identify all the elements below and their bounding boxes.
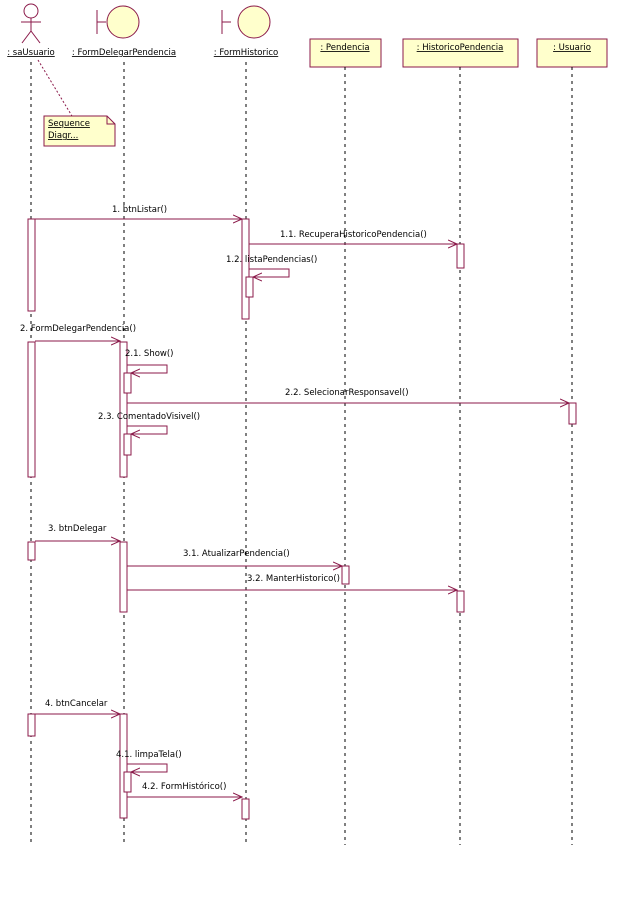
note-shape (43, 115, 116, 147)
activation-bar (241, 218, 250, 320)
participant-label: : saUsuario (7, 48, 55, 58)
participant-label: : HistoricoPendencia (417, 43, 504, 53)
message-1[interactable]: 1. btnListar() (35, 205, 242, 219)
activation-bar (123, 771, 132, 793)
message-2[interactable]: 2. FormDelegarPendencia() (20, 324, 136, 341)
activation-bar (123, 433, 132, 456)
boundary-icon (221, 5, 271, 39)
message-4[interactable]: 4. btnCancelar (35, 699, 120, 714)
note-text-line2: Diagr... (48, 131, 78, 141)
message-arrow (127, 364, 168, 373)
participant-box (536, 38, 608, 68)
message-arrow (127, 425, 168, 434)
activation-bar (456, 243, 465, 269)
participant-label: : Usuario (553, 43, 591, 53)
message-label: 1. btnListar() (112, 205, 167, 215)
lifelines (30, 62, 573, 845)
actor-icon (21, 3, 41, 44)
message-3-2[interactable]: 3.2. ManterHistorico() (127, 574, 457, 590)
activation-bar (241, 798, 250, 820)
message-2-1[interactable]: 2.1. Show() (125, 349, 174, 373)
activation-bar (119, 541, 128, 613)
note-fold (106, 116, 115, 125)
boundary-icon (96, 5, 140, 39)
message-4-1[interactable]: 4.1. limpaTela() (116, 750, 182, 772)
participant-Pendencia[interactable]: : Pendencia (309, 38, 382, 68)
participant-box (402, 38, 519, 68)
activation-bar (119, 341, 128, 478)
message-label: 2.3. ComentadoVisivel() (98, 412, 200, 422)
note[interactable]: Sequence Diagr... (37, 59, 116, 147)
participant-label: : FormHistorico (214, 48, 278, 58)
message-label: 3.2. ManterHistorico() (247, 574, 340, 584)
message-2-3[interactable]: 2.3. ComentadoVisivel() (98, 412, 200, 434)
message-label: 4.2. FormHistórico() (142, 781, 226, 792)
participant-Usuario[interactable]: : Usuario (536, 38, 608, 68)
participant-saUsuario[interactable]: : saUsuario (7, 3, 55, 58)
participant-label: : FormDelegarPendencia (72, 48, 176, 58)
activation-bar (27, 218, 36, 312)
message-label: 2.2. SelecionarResponsavel() (285, 388, 409, 398)
participant-label: : Pendencia (320, 43, 369, 53)
activation-bar (27, 713, 36, 737)
activation-bar (123, 372, 132, 394)
message-2-2[interactable]: 2.2. SelecionarResponsavel() (127, 388, 569, 403)
message-label: 4. btnCancelar (45, 699, 108, 709)
activation-bar (27, 341, 36, 478)
activations (27, 218, 577, 820)
participant-HistoricoPendencia[interactable]: : HistoricoPendencia (402, 38, 519, 68)
message-1-2[interactable]: 1.2. listaPendencias() (226, 255, 317, 277)
participant-FormHistorico[interactable]: : FormHistorico (214, 5, 278, 58)
message-arrow (127, 763, 168, 772)
activation-bar (341, 565, 350, 585)
message-arrow (249, 268, 290, 277)
participant-FormDelegarPendencia[interactable]: : FormDelegarPendencia (72, 5, 176, 58)
note-text-line1: Sequence (48, 119, 90, 129)
activation-bar (456, 590, 465, 613)
messages: 1. btnListar() 1.1. RecuperaHistoricoPen… (20, 205, 569, 797)
message-1-1[interactable]: 1.1. RecuperaHistoricoPendencia() (249, 230, 457, 244)
message-label: 2. FormDelegarPendencia() (20, 324, 136, 334)
activation-bar (568, 402, 577, 425)
note-connector (37, 59, 73, 117)
message-label: 1.1. RecuperaHistoricoPendencia() (280, 230, 427, 240)
message-label: 2.1. Show() (125, 349, 174, 359)
message-3[interactable]: 3. btnDelegar (35, 524, 120, 541)
message-label: 4.1. limpaTela() (116, 750, 182, 760)
message-3-1[interactable]: 3.1. AtualizarPendencia() (127, 549, 342, 566)
activation-bar (27, 541, 36, 561)
message-label: 3. btnDelegar (48, 524, 107, 534)
activation-bar (119, 713, 128, 819)
message-4-2[interactable]: 4.2. FormHistórico() (127, 781, 242, 797)
activation-bar (245, 276, 254, 298)
message-label: 3.1. AtualizarPendencia() (183, 549, 290, 559)
message-label: 1.2. listaPendencias() (226, 255, 317, 265)
